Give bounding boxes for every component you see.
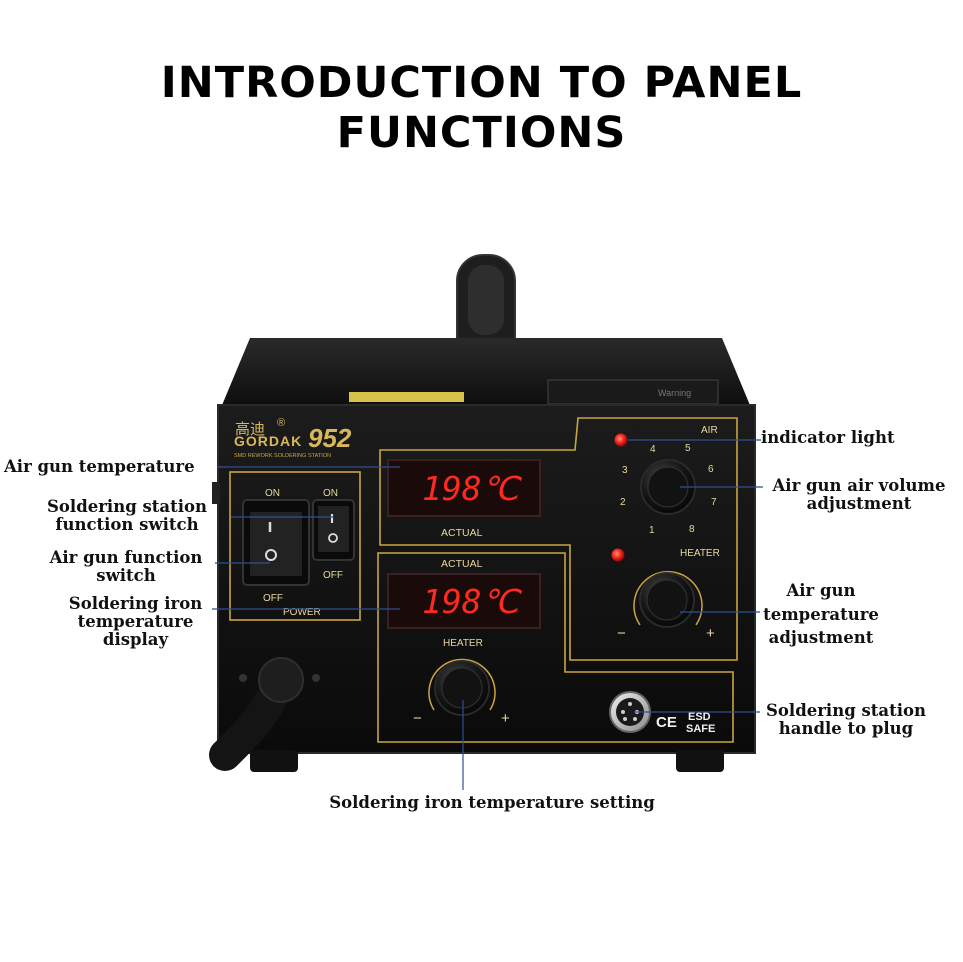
callout-soldering-station-switch: Soldering station function switch bbox=[38, 498, 216, 534]
callout-soldering-iron-display-line-1: Soldering iron bbox=[68, 594, 203, 613]
soldering-iron-temperature-knob[interactable] bbox=[434, 660, 490, 716]
esd-mark-line-2: SAFE bbox=[686, 723, 715, 735]
left-heater-arc bbox=[428, 658, 496, 711]
callout-handle-plug-line-1: Soldering station bbox=[766, 701, 926, 720]
callout-soldering-station-switch-line-2: function switch bbox=[55, 515, 199, 534]
soldering-iron-temp-display bbox=[387, 573, 541, 629]
top-display-label: ACTUAL bbox=[441, 527, 483, 539]
air-gun-function-switch[interactable] bbox=[242, 499, 310, 586]
callout-air-gun-temp-adjust-line-3: adjustment bbox=[768, 628, 874, 647]
left-minus: − bbox=[413, 710, 422, 727]
switch-on-left-label: ON bbox=[265, 488, 280, 499]
model-number: 952 bbox=[308, 423, 352, 453]
callout-air-gun-temperature: Air gun temperature bbox=[4, 457, 195, 476]
panel-screw-left bbox=[239, 674, 247, 682]
switch-on-right-label: ON bbox=[323, 488, 338, 499]
power-cable bbox=[209, 657, 304, 771]
left-plus: + bbox=[501, 710, 510, 727]
callout-air-gun-temp-adjust-line-1: Air gun bbox=[786, 581, 856, 600]
ce-mark: CE bbox=[656, 714, 677, 731]
air-indicator-led bbox=[614, 433, 628, 447]
air-dial-num-8: 8 bbox=[689, 524, 695, 535]
foot-right bbox=[676, 750, 724, 772]
brand-name: GORDAK bbox=[234, 433, 302, 449]
callout-handle-plug: Soldering station handle to plug bbox=[756, 702, 936, 738]
air-dial-num-5: 5 bbox=[685, 443, 691, 454]
panel-screw-right bbox=[312, 674, 320, 682]
bottom-display-label: ACTUAL bbox=[441, 558, 483, 570]
callout-air-gun-function-switch-line-2: switch bbox=[96, 566, 156, 585]
side-screw bbox=[212, 482, 220, 504]
foot-left bbox=[250, 750, 298, 772]
callout-air-gun-temp-adjust: Air gun temperature adjustment bbox=[752, 579, 890, 650]
brand-chinese: 高迪 bbox=[235, 421, 265, 438]
callout-soldering-station-switch-line-1: Soldering station bbox=[47, 497, 207, 516]
callout-air-gun-volume-line-1: Air gun air volume bbox=[772, 476, 946, 495]
right-heater-arc bbox=[633, 571, 703, 626]
page-title-line-2: FUNCTIONS bbox=[336, 108, 627, 158]
callout-air-gun-function-switch-line-1: Air gun function bbox=[49, 548, 203, 567]
callout-soldering-iron-display: Soldering iron temperature display bbox=[58, 595, 213, 649]
switch-off-right-label: OFF bbox=[323, 570, 343, 581]
callout-air-gun-function-switch: Air gun function switch bbox=[38, 549, 214, 585]
callout-iron-temp-setting: Soldering iron temperature setting bbox=[329, 793, 655, 812]
air-gun-temperature-knob[interactable] bbox=[639, 572, 695, 628]
air-dial-num-7: 7 bbox=[711, 497, 717, 508]
brand-mark: ® bbox=[277, 417, 285, 429]
callout-leader-lines bbox=[212, 439, 763, 790]
air-gun-temp-value: 198℃ bbox=[422, 469, 523, 508]
warning-text: Warning bbox=[658, 388, 691, 398]
callout-indicator-light: indicator light bbox=[761, 428, 895, 447]
air-dial-num-3: 3 bbox=[622, 465, 628, 476]
right-minus: − bbox=[617, 625, 626, 642]
callout-air-gun-volume: Air gun air volume adjustment bbox=[760, 477, 958, 513]
air-dial-scale: 1 2 3 4 5 6 7 8 bbox=[620, 443, 717, 536]
callout-handle-plug-line-2: handle to plug bbox=[778, 719, 914, 738]
air-dial-num-4: 4 bbox=[650, 444, 656, 455]
callout-soldering-iron-display-line-2: temperature bbox=[77, 612, 194, 631]
warning-sticker bbox=[547, 379, 719, 405]
callout-soldering-iron-display-line-3: display bbox=[102, 630, 169, 649]
heater-indicator-led bbox=[611, 548, 625, 562]
panel-gold-outlines bbox=[229, 417, 738, 743]
right-plus: + bbox=[706, 625, 715, 642]
switch-off-left-label: OFF bbox=[263, 593, 283, 604]
page-title-line-1: INTRODUCTION TO PANEL bbox=[160, 58, 803, 108]
callout-air-gun-temp-adjust-line-2: temperature bbox=[763, 604, 879, 624]
air-dial-num-6: 6 bbox=[708, 464, 714, 475]
brand-subtitle: SMD REWORK SOLDERING STATION bbox=[234, 453, 331, 459]
air-label: AIR bbox=[701, 425, 718, 436]
esd-mark-line-1: ESD bbox=[688, 711, 711, 723]
soldering-station-function-switch[interactable] bbox=[312, 499, 355, 561]
air-gun-temp-display bbox=[387, 459, 541, 517]
air-dial-num-1: 1 bbox=[649, 525, 655, 536]
top-sticker bbox=[349, 392, 464, 402]
left-heater-label: HEATER bbox=[443, 638, 483, 649]
power-label: POWER bbox=[283, 607, 321, 618]
soldering-iron-temp-value: 198℃ bbox=[422, 582, 523, 621]
air-dial-num-2: 2 bbox=[620, 497, 626, 508]
right-heater-label: HEATER bbox=[680, 548, 720, 559]
callout-air-gun-volume-line-2: adjustment bbox=[806, 494, 912, 513]
